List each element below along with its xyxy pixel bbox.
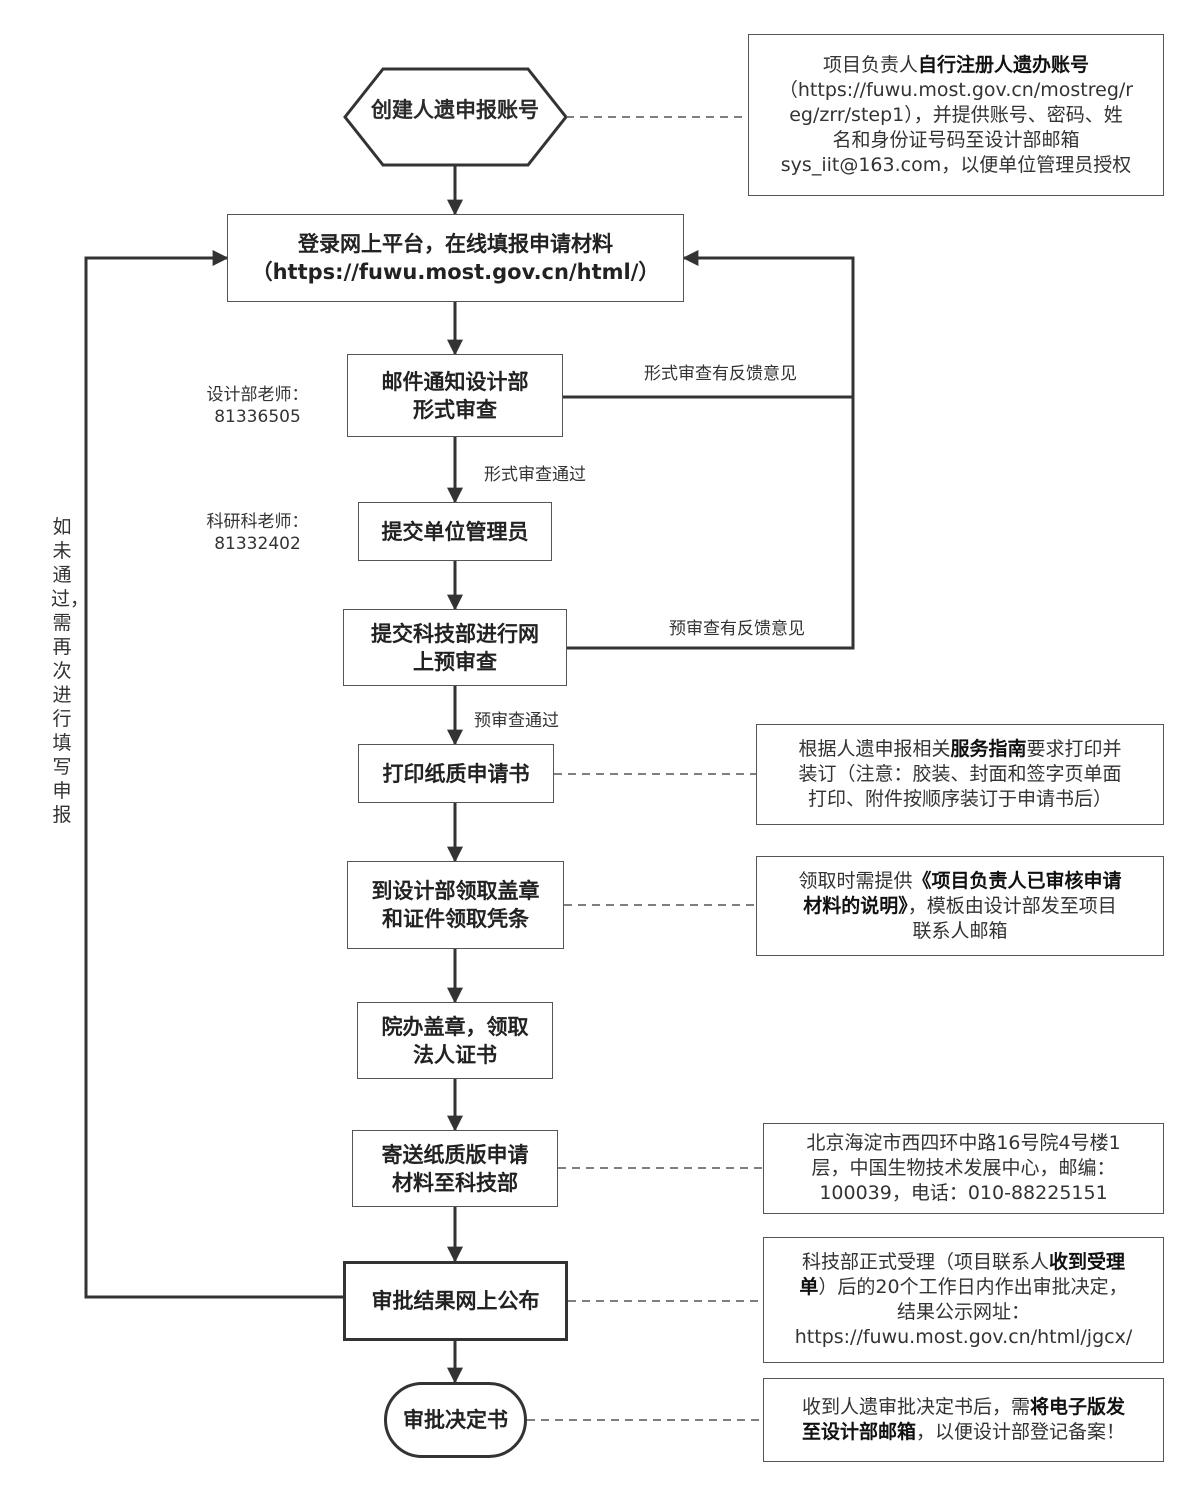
result-publish-step: 审批结果网上公布	[343, 1261, 568, 1341]
design-teacher-contact: 设计部老师： 81336505	[195, 384, 320, 428]
print-note: 根据人遗申报相关服务指南要求打印并 装订（注意：胶装、封面和签字页单面 打印、附…	[756, 724, 1164, 825]
print-note-line2: 装订（注意：胶装、封面和签字页单面	[798, 763, 1122, 785]
account-note: 项目负责人自行注册人遗办账号 （https://fuwu.most.gov.cn…	[748, 34, 1164, 196]
format-feedback-label: 形式审查有反馈意见	[644, 364, 797, 384]
account-note-bold: 自行注册人遗办账号	[918, 53, 1090, 76]
collect-note-text2: ，模板由设计部发至项目	[907, 894, 1117, 917]
research-teacher-label: 科研科老师：	[206, 512, 309, 532]
resubmit-loop	[84, 250, 344, 1299]
format-pass-label: 形式审查通过	[484, 465, 586, 485]
institute-stamp-line2: 法人证书	[413, 1042, 497, 1067]
collect-note-bold2: 材料的说明》	[803, 894, 908, 917]
collect-stamp-line1: 到设计部领取盖章	[371, 879, 540, 903]
design-teacher-phone: 81336505	[214, 407, 301, 427]
decision-note-bold2: 至设计部邮箱	[801, 1421, 916, 1443]
collect-note-line3: 联系人邮箱	[912, 919, 1008, 942]
result-publish-label: 审批结果网上公布	[371, 1289, 540, 1313]
pre-feedback-label: 预审查有反馈意见	[669, 619, 805, 639]
email-notify-line1: 邮件通知设计部	[381, 369, 529, 394]
address-line3: 100039，电话：010-88225151	[819, 1182, 1108, 1204]
submit-admin-label: 提交单位管理员	[381, 519, 529, 544]
account-note-text: 项目负责人	[822, 53, 918, 76]
pre-feedback-loop	[567, 397, 855, 650]
account-note-line2: （https://fuwu.most.gov.cn/mostreg/r	[778, 78, 1134, 101]
result-note-bold2: 单	[799, 1276, 819, 1298]
print-note-text-post: 要求打印并	[1026, 738, 1122, 760]
login-step-line1: 登录网上平台，在线填报申请材料	[298, 232, 613, 256]
decision-note-bold: 将电子版发	[1030, 1396, 1126, 1418]
account-note-line4: 名和身份证号码至设计部邮箱	[832, 128, 1080, 151]
print-note-text: 根据人遗申报相关	[798, 738, 951, 760]
institute-stamp-step: 院办盖章，领取 法人证书	[357, 1002, 553, 1079]
collect-note: 领取时需提供《项目负责人已审核申请 材料的说明》，模板由设计部发至项目 联系人邮…	[756, 856, 1164, 956]
submit-most-line1: 提交科技部进行网	[371, 621, 539, 646]
address-line1: 北京海淀市西四环中路16号院4号楼1	[806, 1132, 1121, 1154]
print-paper-label: 打印纸质申请书	[382, 761, 530, 786]
result-note-bold: 收到受理	[1049, 1251, 1126, 1273]
research-teacher-phone: 81332402	[214, 534, 301, 554]
collect-note-text: 领取时需提供	[798, 869, 913, 892]
account-note-line3: eg/zrr/step1），并提供账号、密码、姓	[789, 103, 1123, 126]
decision-terminal: 审批决定书	[384, 1382, 527, 1458]
address-note: 北京海淀市西四环中路16号院4号楼1 层，中国生物技术发展中心，邮编： 1000…	[763, 1123, 1164, 1214]
research-teacher-contact: 科研科老师： 81332402	[195, 511, 320, 555]
email-notify-step: 邮件通知设计部 形式审查	[347, 354, 563, 437]
result-note-text2: ）后的20个工作日内作出审批决定，	[818, 1276, 1128, 1298]
pre-pass-label: 预审查通过	[474, 711, 559, 731]
submit-most-step: 提交科技部进行网 上预审查	[343, 609, 567, 686]
collect-stamp-line2: 和证件领取凭条	[382, 907, 529, 931]
decision-note: 收到人遗审批决定书后，需将电子版发 至设计部邮箱，以便设计部登记备案！	[763, 1378, 1164, 1462]
email-notify-line2: 形式审查	[413, 397, 497, 422]
account-note-line5: sys_iit@163.com，以便单位管理员授权	[780, 153, 1132, 176]
service-guide-bold: 服务指南	[950, 738, 1027, 760]
design-teacher-label: 设计部老师：	[206, 385, 309, 405]
decision-note-text: 收到人遗审批决定书后，需	[801, 1396, 1030, 1418]
format-feedback-loop	[563, 250, 855, 399]
collect-stamp-step: 到设计部领取盖章 和证件领取凭条	[347, 861, 564, 949]
decision-note-text2: ，以便设计部登记备案！	[916, 1421, 1126, 1443]
submit-most-line2: 上预审查	[413, 649, 497, 674]
print-note-line3: 打印、附件按顺序装订于申请书后）	[807, 788, 1112, 810]
submit-admin-step: 提交单位管理员	[358, 502, 552, 561]
mail-paper-line1: 寄送纸质版申请	[381, 1142, 529, 1167]
result-url: https://fuwu.most.gov.cn/html/jgcx/	[794, 1326, 1133, 1348]
mail-paper-line2: 材料至科技部	[392, 1170, 518, 1195]
result-note-text: 科技部正式受理（项目联系人	[801, 1251, 1049, 1273]
login-platform-step: 登录网上平台，在线填报申请材料 （https://fuwu.most.gov.c…	[227, 214, 684, 302]
print-paper-step: 打印纸质申请书	[358, 744, 554, 803]
login-step-line2: （https://fuwu.most.gov.cn/html/）	[251, 260, 660, 284]
institute-stamp-line1: 院办盖章，领取	[381, 1014, 529, 1039]
create-account-label: 创建人遗申报账号	[371, 98, 539, 122]
mail-paper-step: 寄送纸质版申请 材料至科技部	[352, 1130, 558, 1207]
collect-note-bold: 《项目负责人已审核申请	[912, 869, 1122, 892]
result-note: 科技部正式受理（项目联系人收到受理 单）后的20个工作日内作出审批决定， 结果公…	[763, 1237, 1164, 1363]
result-note-line3: 结果公示网址：	[896, 1301, 1030, 1323]
address-line2: 层，中国生物技术发展中心，邮编：	[811, 1157, 1116, 1179]
decision-label: 审批决定书	[403, 1408, 508, 1432]
resubmit-label: 如未通过，需再次进行填写申报	[51, 515, 90, 827]
